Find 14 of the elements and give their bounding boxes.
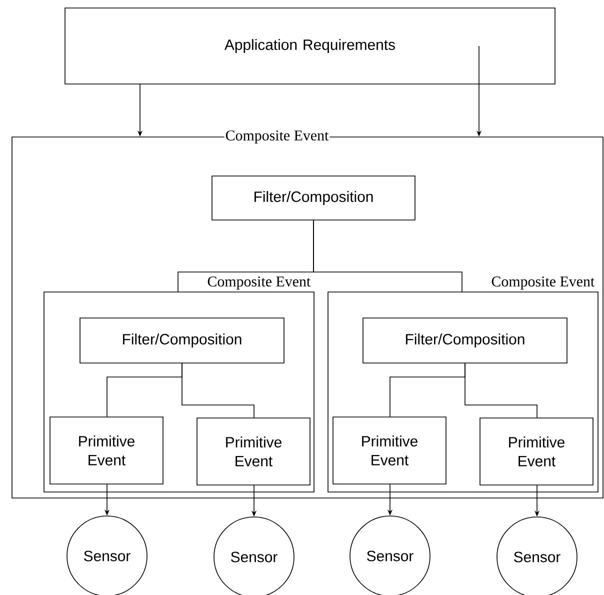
process-box: Primitive Event [332,416,446,484]
process-box: Filter/Composition [212,176,416,220]
group-heading: Composite Event [492,276,595,290]
process-box: Application Requirements [64,8,556,84]
group-heading: Composite Event [224,129,330,145]
group-heading: Composite Event [208,276,311,290]
connector-line [313,220,462,292]
process-box: Primitive Event [196,418,310,486]
connector-line [182,363,254,418]
process-box: Primitive Event [480,418,594,486]
connector-line [464,363,538,418]
process-box: Primitive Event [50,416,164,484]
process-box: Filter/Composition [80,318,284,364]
process-box: Filter/Composition [362,318,568,364]
